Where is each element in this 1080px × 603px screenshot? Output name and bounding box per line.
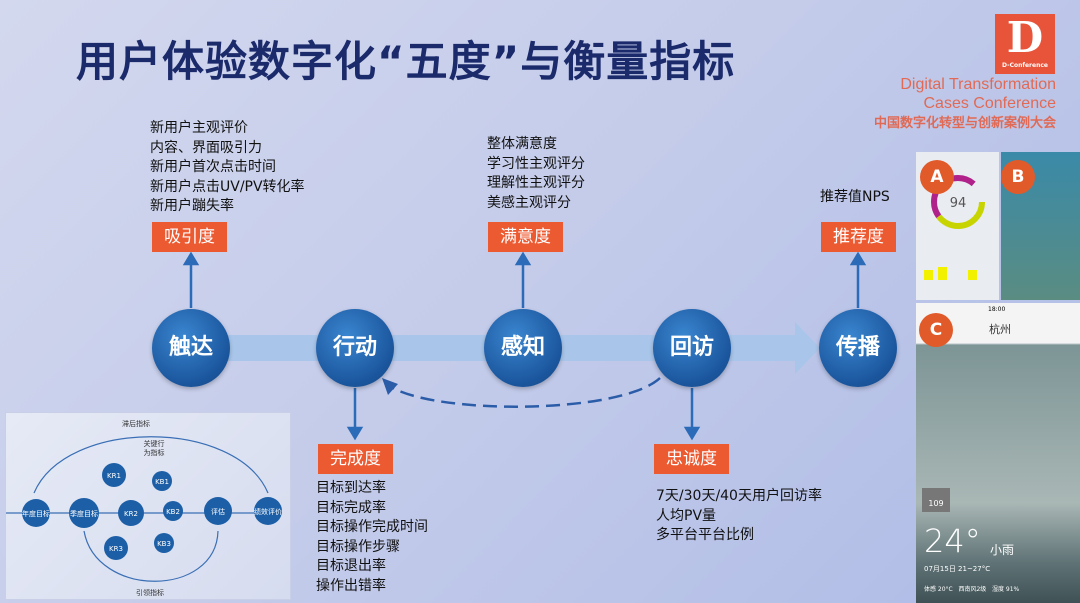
- logo-line3: 中国数字化转型与创新案例大会: [873, 115, 1056, 130]
- list-loyalty: 7天/30天/40天用户回访率人均PV量多平台平台比例: [656, 488, 822, 543]
- list-satisfaction: 整体满意度学习性主观评分理解性主观评分美感主观评分: [487, 136, 585, 211]
- svg-text:KB3: KB3: [157, 540, 171, 548]
- temperature: 24°: [924, 522, 981, 560]
- okr-key-label-2: 为指标: [144, 448, 165, 457]
- return-dashed-arrow: [387, 377, 661, 408]
- node-action: 行动: [316, 309, 394, 387]
- node-spread: 传播: [819, 309, 897, 387]
- node-revisit: 回访: [653, 309, 731, 387]
- flow-arrowhead: [795, 322, 820, 374]
- badge-b: B: [1001, 160, 1035, 194]
- list-recommend: 推荐值NPS: [820, 189, 890, 205]
- okr-top-label: 滞后指标: [122, 419, 150, 428]
- tag-recommend: 推荐度: [821, 222, 896, 252]
- svg-text:年度目标: 年度目标: [22, 509, 50, 518]
- badge-a: A: [920, 160, 954, 194]
- tag-completion: 完成度: [318, 444, 393, 474]
- svg-text:绩效评价: 绩效评价: [254, 507, 282, 516]
- svg-text:KR2: KR2: [124, 510, 138, 518]
- svg-text:KB2: KB2: [166, 508, 180, 516]
- okr-bottom-label: 引领指标: [136, 588, 164, 597]
- tag-satisfaction: 满意度: [488, 222, 563, 252]
- list-completion: 目标到达率目标完成率目标操作完成时间目标操作步骤目标退出率操作出错率: [316, 480, 428, 594]
- weather-date: 07月15日 21~27°C: [924, 565, 991, 573]
- badge-c: C: [919, 313, 953, 347]
- score-value: 94: [950, 196, 967, 211]
- logo-line1: Digital Transformation: [900, 76, 1056, 93]
- okr-key-label: 关键行: [144, 439, 165, 448]
- status-time: 18:00: [988, 306, 1006, 313]
- aqi-badge: 109: [922, 488, 950, 512]
- tag-attraction: 吸引度: [152, 222, 227, 252]
- tag-loyalty: 忠诚度: [654, 444, 729, 474]
- svg-text:KR3: KR3: [109, 545, 123, 553]
- logo-line2: Cases Conference: [923, 95, 1056, 112]
- page-title: 用户体验数字化“五度”与衡量指标: [76, 37, 736, 86]
- screenshot-c-weather: 18:00 杭州 109 24° 小雨 07月15日 21~27°C 体感 20…: [916, 303, 1080, 603]
- svg-text:评估: 评估: [211, 507, 225, 516]
- node-perception: 感知: [484, 309, 562, 387]
- city-name: 杭州: [989, 323, 1011, 336]
- list-attraction: 新用户主观评价内容、界面吸引力新用户首次点击时间新用户点击UV/PV转化率新用户…: [150, 120, 305, 214]
- svg-text:季度目标: 季度目标: [70, 509, 98, 518]
- svg-text:KB1: KB1: [155, 478, 169, 486]
- weather-condition: 小雨: [990, 543, 1015, 557]
- node-reach: 触达: [152, 309, 230, 387]
- svg-text:KR1: KR1: [107, 472, 121, 480]
- weather-details: 体感 20°C 西南风2级 湿度 91%: [924, 586, 1020, 593]
